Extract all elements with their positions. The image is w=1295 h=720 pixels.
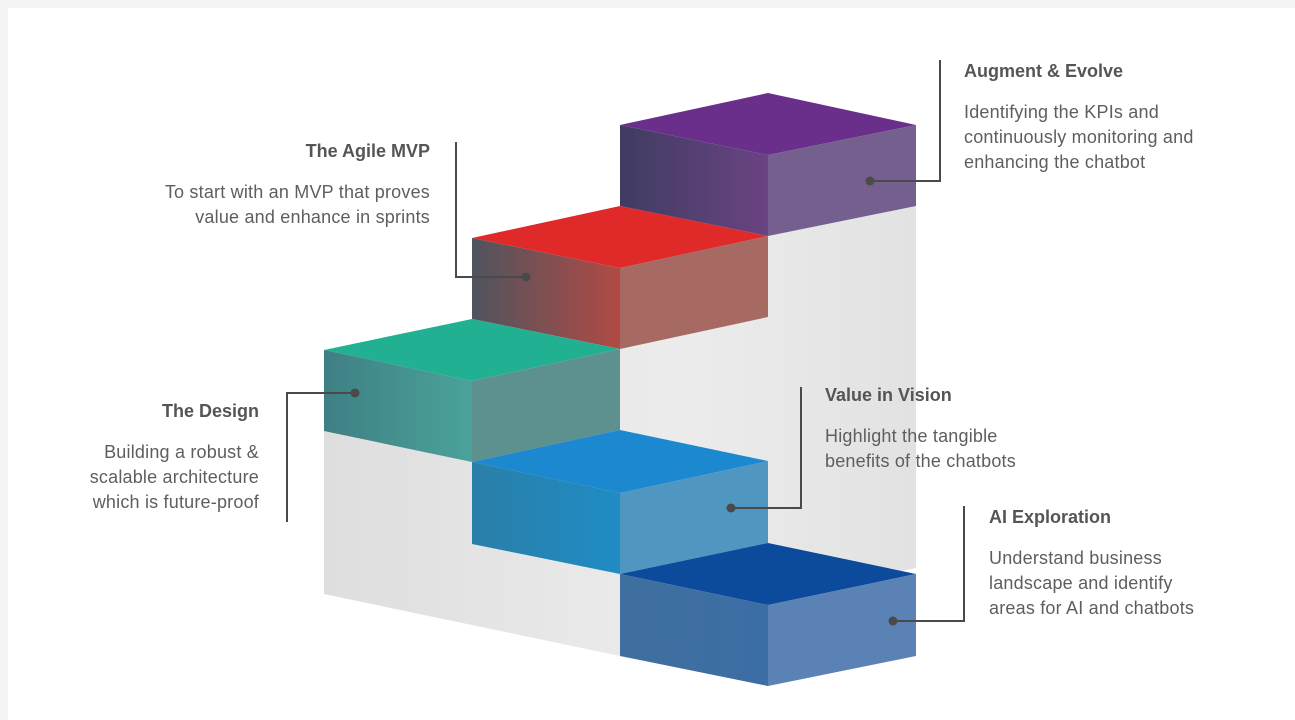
ai-exploration-connector bbox=[893, 506, 965, 622]
ai-exploration-anchor-dot bbox=[888, 616, 898, 626]
augment-evolve-anchor-dot bbox=[865, 176, 875, 186]
value-vision-top-face bbox=[472, 430, 768, 493]
agile-mvp-anchor-dot bbox=[521, 272, 531, 282]
augment-evolve-desc-line: Identifying the KPIs and bbox=[964, 102, 1159, 122]
augment-evolve-description: Identifying the KPIs and continuously mo… bbox=[964, 100, 1284, 175]
augment-evolve-title: Augment & Evolve bbox=[964, 61, 1124, 81]
value-vision-desc-line: benefits of the chatbots bbox=[825, 451, 1016, 471]
ai-exploration-front-face bbox=[620, 574, 768, 686]
value-vision-label: Value in Vision Highlight the tangible b… bbox=[825, 384, 1125, 474]
diagram-canvas: Augment & Evolve Identifying the KPIs an… bbox=[8, 8, 1295, 720]
agile-mvp-desc-line: value and enhance in sprints bbox=[195, 207, 430, 227]
augment-evolve-side-face bbox=[768, 125, 916, 236]
augment-evolve-top-face bbox=[620, 93, 916, 155]
augment-evolve-label: Augment & Evolve Identifying the KPIs an… bbox=[964, 60, 1284, 175]
value-vision-desc-line: Highlight the tangible bbox=[825, 426, 998, 446]
design-description: Building a robust & scalable architectur… bbox=[28, 440, 259, 515]
step-agile-mvp-block bbox=[472, 206, 768, 349]
ai-exploration-description: Understand business landscape and identi… bbox=[989, 546, 1279, 621]
design-desc-line: Building a robust & bbox=[104, 442, 259, 462]
value-vision-title: Value in Vision bbox=[825, 385, 952, 405]
ai-exploration-desc-line: Understand business bbox=[989, 548, 1162, 568]
agile-mvp-description: To start with an MVP that proves value a… bbox=[68, 180, 430, 230]
augment-evolve-desc-line: continuously monitoring and bbox=[964, 127, 1194, 147]
design-desc-line: scalable architecture bbox=[89, 467, 259, 487]
step-ai-exploration-block bbox=[620, 543, 916, 686]
agile-mvp-side-face bbox=[620, 236, 768, 349]
agile-mvp-top-face bbox=[472, 206, 768, 268]
augment-evolve-desc-line: enhancing the chatbot bbox=[964, 152, 1146, 172]
ai-exploration-desc-line: areas for AI and chatbots bbox=[989, 598, 1195, 618]
agile-mvp-front-face bbox=[472, 238, 620, 349]
augment-evolve-connector bbox=[870, 60, 941, 182]
value-vision-description: Highlight the tangible benefits of the c… bbox=[825, 424, 1125, 474]
agile-mvp-connector bbox=[455, 142, 526, 278]
staircase-diagram bbox=[286, 60, 965, 686]
value-vision-front-face bbox=[472, 462, 620, 574]
design-title: The Design bbox=[161, 401, 259, 421]
augment-evolve-front-face bbox=[620, 125, 768, 236]
ai-exploration-desc-line: landscape and identify bbox=[989, 573, 1173, 593]
ai-exploration-title: AI Exploration bbox=[989, 507, 1112, 527]
agile-mvp-label: The Agile MVP To start with an MVP that … bbox=[68, 140, 430, 230]
value-vision-connector bbox=[731, 387, 802, 509]
step-design-block bbox=[324, 319, 620, 462]
agile-mvp-title: The Agile MVP bbox=[305, 141, 430, 161]
ai-exploration-label: AI Exploration Understand business lands… bbox=[989, 506, 1279, 621]
step-augment-evolve-block bbox=[620, 93, 916, 236]
design-desc-line: which is future-proof bbox=[92, 492, 259, 512]
design-connector bbox=[286, 392, 355, 522]
design-anchor-dot bbox=[350, 388, 360, 398]
step-value-vision-block bbox=[472, 430, 768, 574]
ai-exploration-side-face bbox=[768, 574, 916, 686]
agile-mvp-desc-line: To start with an MVP that proves bbox=[164, 182, 430, 202]
design-label: The Design Building a robust & scalable … bbox=[28, 400, 259, 515]
value-vision-side-face bbox=[620, 461, 768, 574]
design-side-face bbox=[472, 349, 620, 462]
design-front-face bbox=[324, 350, 472, 462]
value-vision-anchor-dot bbox=[726, 503, 736, 513]
